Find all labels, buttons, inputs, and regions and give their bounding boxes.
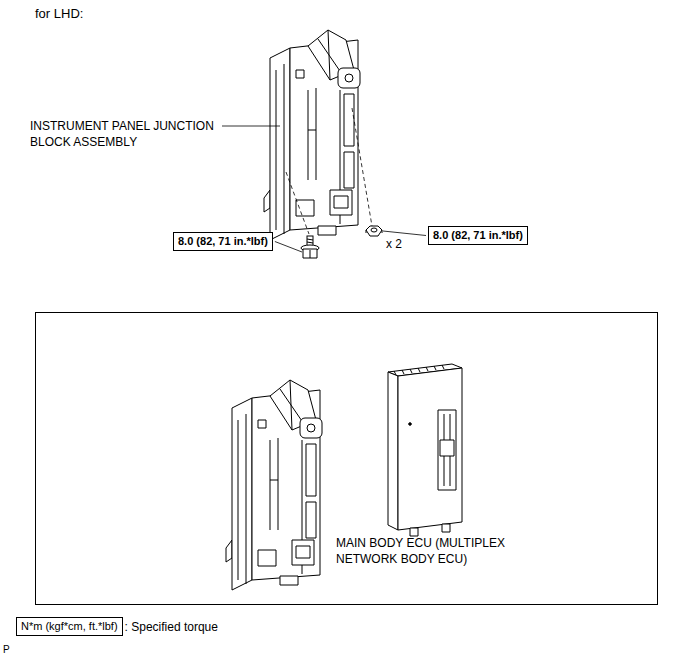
junction-block-drawing [226,380,322,590]
quantity: x 2 [386,236,402,252]
legend-text: : Specified torque [125,619,218,635]
page-title: for LHD: [35,6,83,22]
ecu-drawing [398,368,462,530]
ecu-drawing [388,364,462,536]
page-mark: P [3,642,10,658]
nut-drawing [366,226,382,236]
ecu-drawing [442,524,450,532]
nut-drawing [366,230,367,233]
torque-value: 8.0 (82, 71 in.*lbf) [178,234,268,249]
junction-block-drawing [264,30,360,240]
detail-frame: MAIN BODY ECU (MULTIPLEX NETWORK BODY EC… [35,312,658,605]
bolt-drawing [301,236,319,258]
nut-drawing [366,226,382,236]
torque-box: 8.0 (82, 71 in.*lbf) [173,232,273,251]
ecu-drawing [438,410,456,490]
leader-line [383,231,426,236]
bolt-drawing [303,249,317,258]
ecu-drawing [410,528,418,536]
nut-drawing [382,230,383,233]
legend-torque-box: N*m (kgf*cm, ft.*lbf) [16,617,123,636]
bolt-drawing [310,250,311,258]
part-name: INSTRUMENT PANEL JUNCTION BLOCK ASSEMBLY [30,118,245,150]
torque-box: 8.0 (82, 71 in.*lbf) [428,226,528,245]
install-line [286,172,309,234]
ecu-drawing [440,440,454,456]
bolt-drawing [307,242,313,243]
ecu-drawing [409,423,412,426]
torque-value: 8.0 (82, 71 in.*lbf) [433,228,523,243]
nut-drawing [371,228,377,232]
torque-value: N*m (kgf*cm, ft.*lbf) [21,619,118,634]
install-line [286,108,372,234]
part-name: MAIN BODY ECU (MULTIPLEX NETWORK BODY EC… [336,535,536,567]
leader-line [222,126,280,127]
leader-line [275,242,302,253]
bolt-drawing [307,239,313,240]
install-line [352,108,372,226]
ecu-drawing [388,372,398,530]
